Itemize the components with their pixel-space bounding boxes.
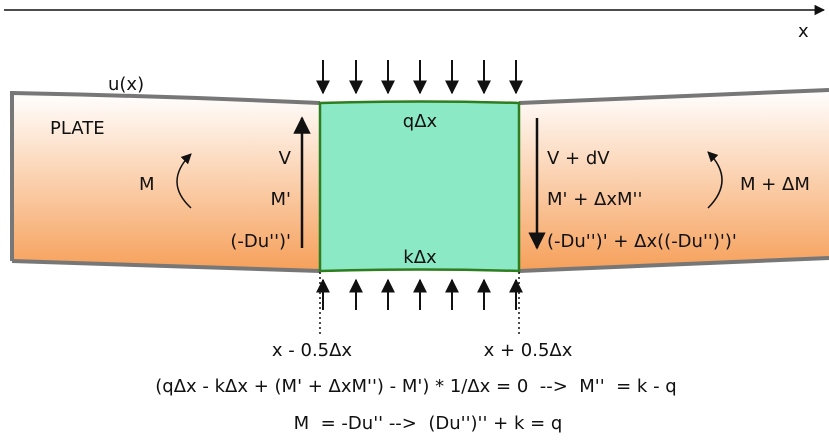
right-moment-derivative-label: M' + ΔxM''	[547, 189, 642, 210]
right-shear-expression-label: (-Du'')' + Δx((-Du'')')'	[547, 231, 737, 252]
left-moment-derivative-label: M'	[271, 189, 291, 210]
x-axis-label: x	[798, 21, 809, 42]
left-moment-arc	[176, 153, 192, 209]
plate-element	[318, 100, 521, 273]
plate-right-top-edge	[518, 88, 829, 105]
deflection-label: u(x)	[108, 74, 144, 95]
plate-right-bottom-edge	[518, 256, 829, 273]
left-shear-expression-label: (-Du'')'	[230, 231, 291, 252]
plate-left-segment	[12, 93, 320, 271]
left-position-label: x - 0.5Δx	[272, 340, 353, 361]
plate-left-top-edge	[10, 90, 321, 261]
top-load-arrows	[316, 60, 523, 95]
top-load-label: qΔx	[403, 111, 438, 132]
plate-right-segment	[519, 90, 829, 271]
constitutive-equation: M = -Du'' --> (Du'')'' + k = q	[294, 413, 563, 434]
left-shear-label: V	[279, 148, 292, 169]
right-moment-arc	[707, 151, 723, 209]
bottom-reaction-arrows	[316, 278, 523, 310]
right-shear-label: V + dV	[547, 148, 610, 169]
plate-label: PLATE	[50, 118, 105, 139]
bottom-load-label: kΔx	[403, 247, 437, 268]
right-moment-label: M + ΔM	[740, 174, 810, 195]
plate-left-bottom-edge	[11, 259, 321, 273]
right-position-label: x + 0.5Δx	[484, 340, 573, 361]
left-moment-label: M	[139, 174, 155, 195]
balance-equation: (qΔx - kΔx + (M' + ΔxM'') - M') * 1/Δx =…	[155, 376, 676, 397]
